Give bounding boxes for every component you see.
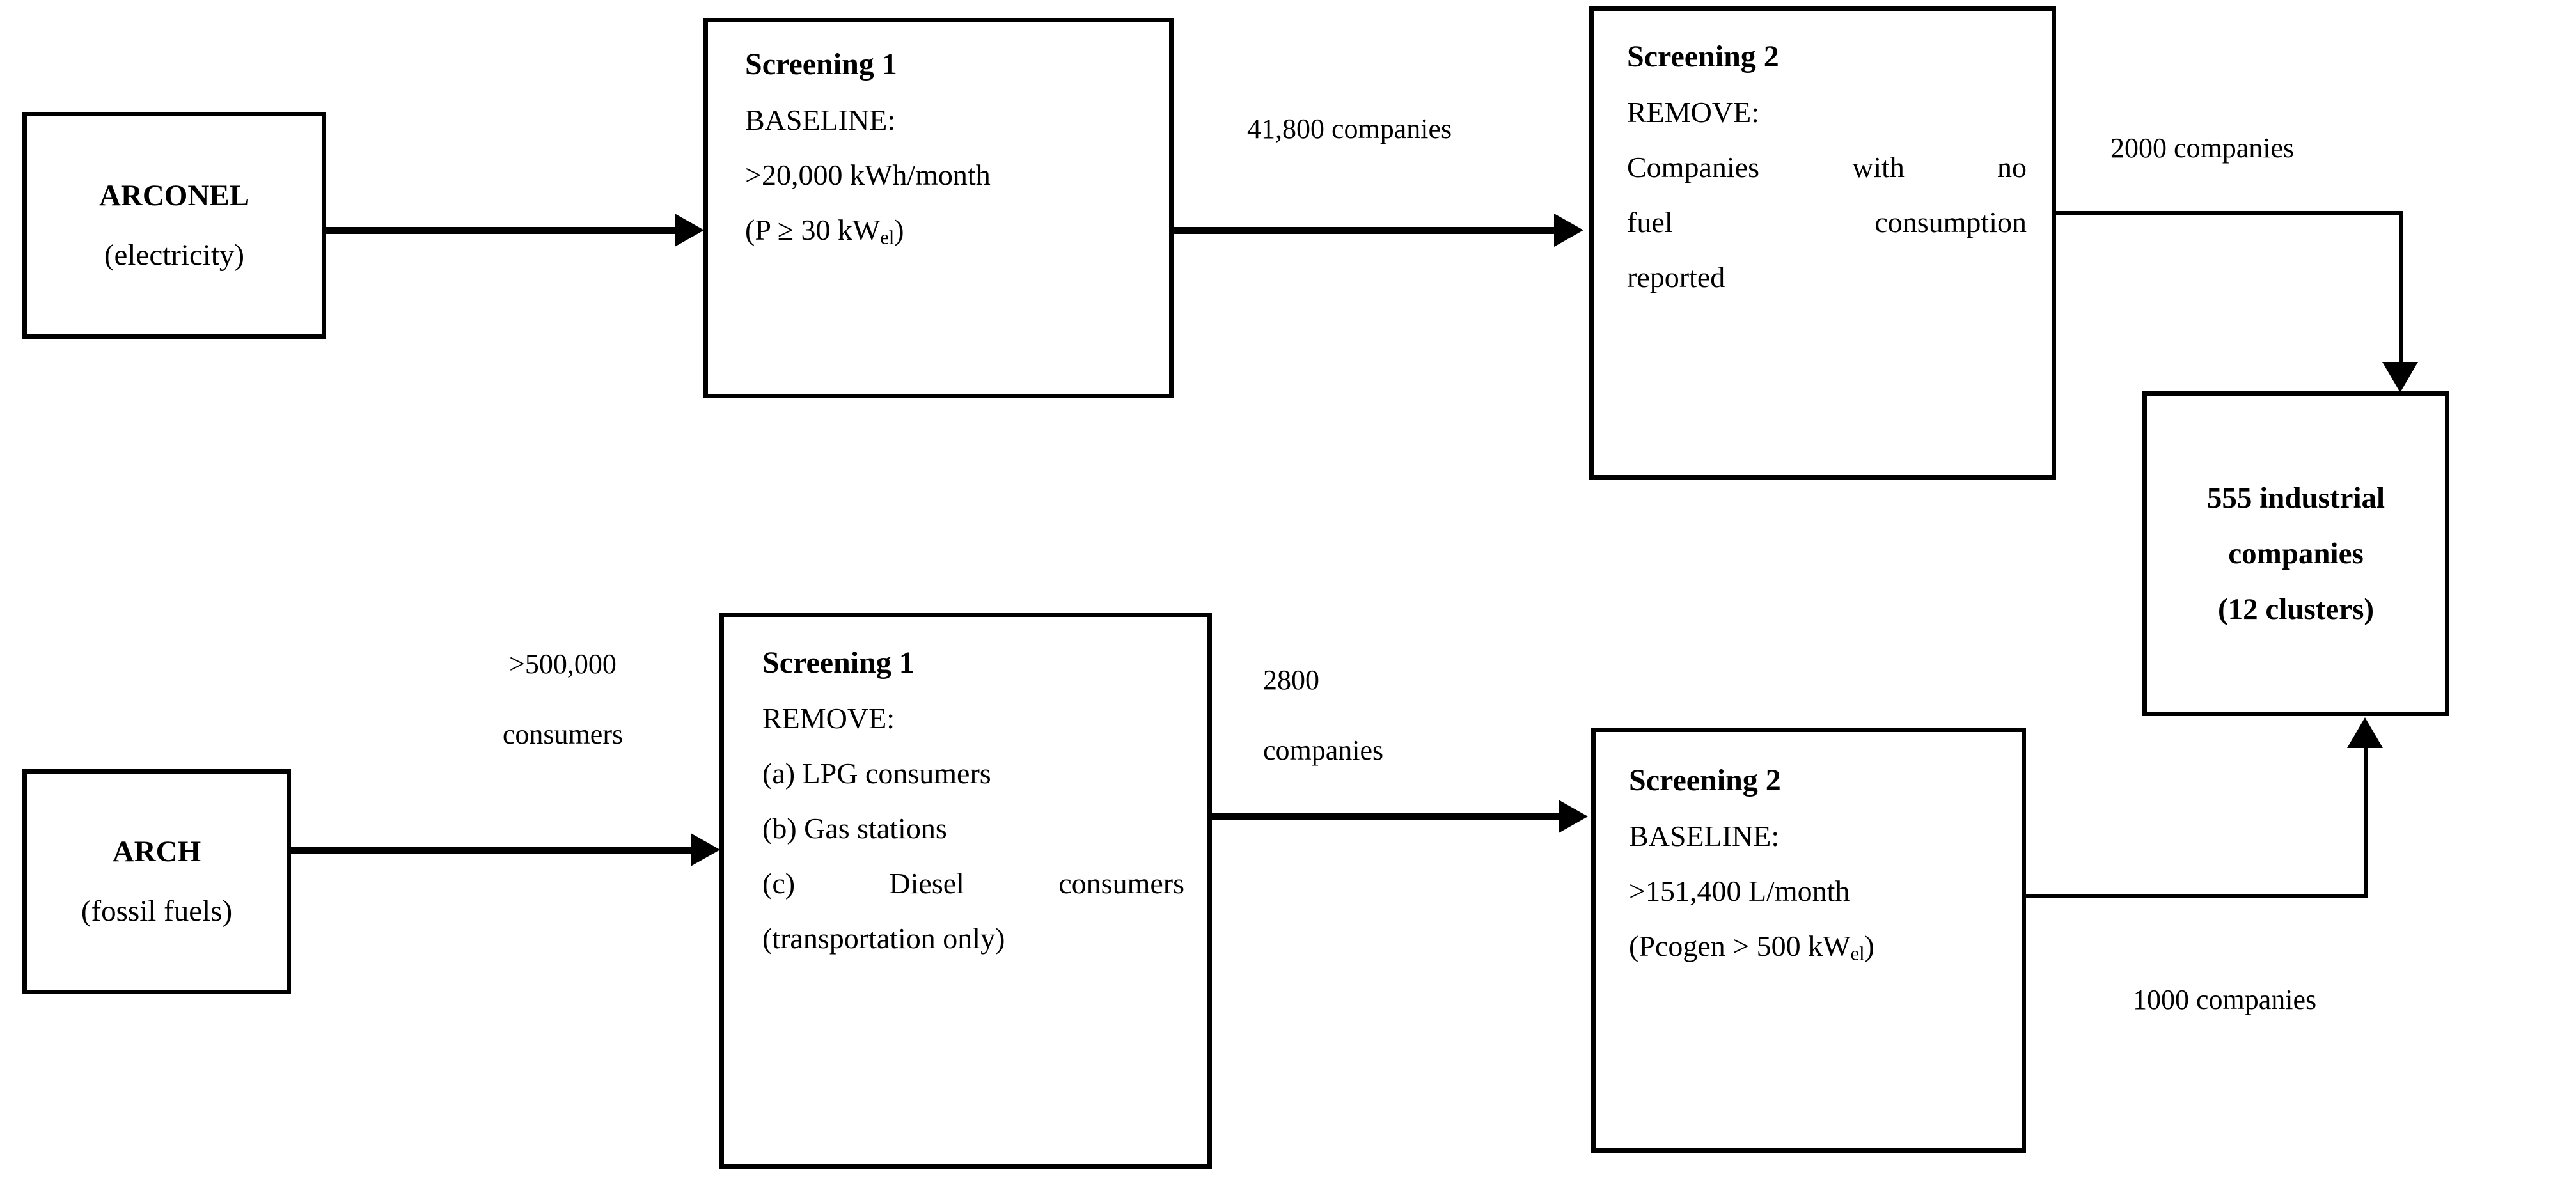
edge-label-500000-line-2: consumers [502,719,624,751]
top-s1-power-line: (P ≥ 30 kWel) [745,214,904,249]
top-s1-header: Screening 1 [745,47,897,81]
bot-s1-item-c-note: (transportation only) [762,922,1005,955]
bot-s2-header: Screening 2 [1629,763,1781,797]
edge-arconel-to-screening1 [323,227,678,234]
source-box-arconel[interactable]: ARCONEL (electricity) [22,112,326,339]
edge-top-s1-to-s2 [1170,227,1557,234]
arrowhead-up-icon [2347,717,2383,748]
edge-label-2800-line-2: companies [1263,735,1384,767]
bot-s1-item-c: (c) Diesel consumers [762,867,1184,900]
edge-label-1000-companies: 1000 companies [2133,984,2317,1015]
edge-label-500000-consumers: >500,000 consumers [435,643,691,756]
bot-s1-item-b: (b) Gas stations [762,812,947,845]
top-s1-power-subscript: el [880,226,895,249]
bottom-screening-2-box[interactable]: Screening 2 BASELINE: >151,400 L/month (… [1591,728,2026,1153]
bot-s2-threshold-line: >151,400 L/month [1629,875,1850,907]
top-s2-line-1: Companies with no [1627,151,2027,183]
top-s1-threshold-line: >20,000 kWh/month [745,160,1142,190]
edge-label-500000-line-1: >500,000 [509,648,617,680]
bot-s2-power-line: (Pcogen > 500 kWel) [1629,930,1874,965]
edge-bot-s1-to-s2 [1209,813,1560,820]
bot-s1-header: Screening 1 [762,646,915,680]
edge-arch-to-screening1 [288,847,694,854]
source-box-arch[interactable]: ARCH (fossil fuels) [22,769,291,994]
edge-top-s2-to-result-horizontal [2053,211,2403,215]
bot-s1-criterion-label: REMOVE: [762,702,895,735]
top-s2-line-2: fuel consumption [1627,206,2027,238]
top-s2-header: Screening 2 [1627,40,1779,74]
top-s1-threshold-text: >20,000 kWh/month [745,159,991,191]
edge-label-2000-companies: 2000 companies [2110,132,2295,164]
arrowhead-right-icon [675,214,704,247]
top-s2-criterion-label: REMOVE: [1627,96,1759,129]
top-s1-criterion-label: BASELINE: [745,104,896,136]
arch-name: ARCH [112,835,201,868]
arrowhead-right-icon [1559,800,1588,833]
result-line-2: companies [2228,536,2364,570]
bot-s1-item-a: (a) LPG consumers [762,757,991,790]
top-s2-line-3: reported [1627,261,1725,293]
arconel-qualifier: (electricity) [104,238,245,272]
bot-s2-power-subscript: el [1850,942,1865,965]
edge-label-2800-line-1: 2800 [1263,664,1319,696]
edge-label-41800-companies: 41,800 companies [1247,113,1452,144]
edge-label-2800-companies: 2800 companies [1263,659,1474,772]
top-screening-1-box[interactable]: Screening 1 BASELINE: >20,000 kWh/month … [703,18,1174,398]
arch-qualifier: (fossil fuels) [81,894,233,928]
bot-s2-criterion-label: BASELINE: [1629,820,1780,852]
edge-bot-s2-to-result-horizontal [2023,894,2368,898]
arrowhead-right-icon [691,833,720,866]
arconel-name: ARCONEL [98,178,250,212]
result-box-555-industrial-companies[interactable]: 555 industrial companies (12 clusters) [2142,391,2449,716]
arrowhead-down-icon [2382,362,2418,393]
edge-top-s2-to-result-vertical [2399,211,2403,370]
result-line-3: (12 clusters) [2217,592,2375,626]
result-line-1: 555 industrial [2206,481,2385,515]
arrowhead-right-icon [1554,214,1583,247]
edge-bot-s2-to-result-vertical [2364,747,2368,896]
bottom-screening-1-box[interactable]: Screening 1 REMOVE: (a) LPG consumers (b… [719,613,1212,1169]
top-screening-2-box[interactable]: Screening 2 REMOVE: Companies with no fu… [1589,6,2056,480]
